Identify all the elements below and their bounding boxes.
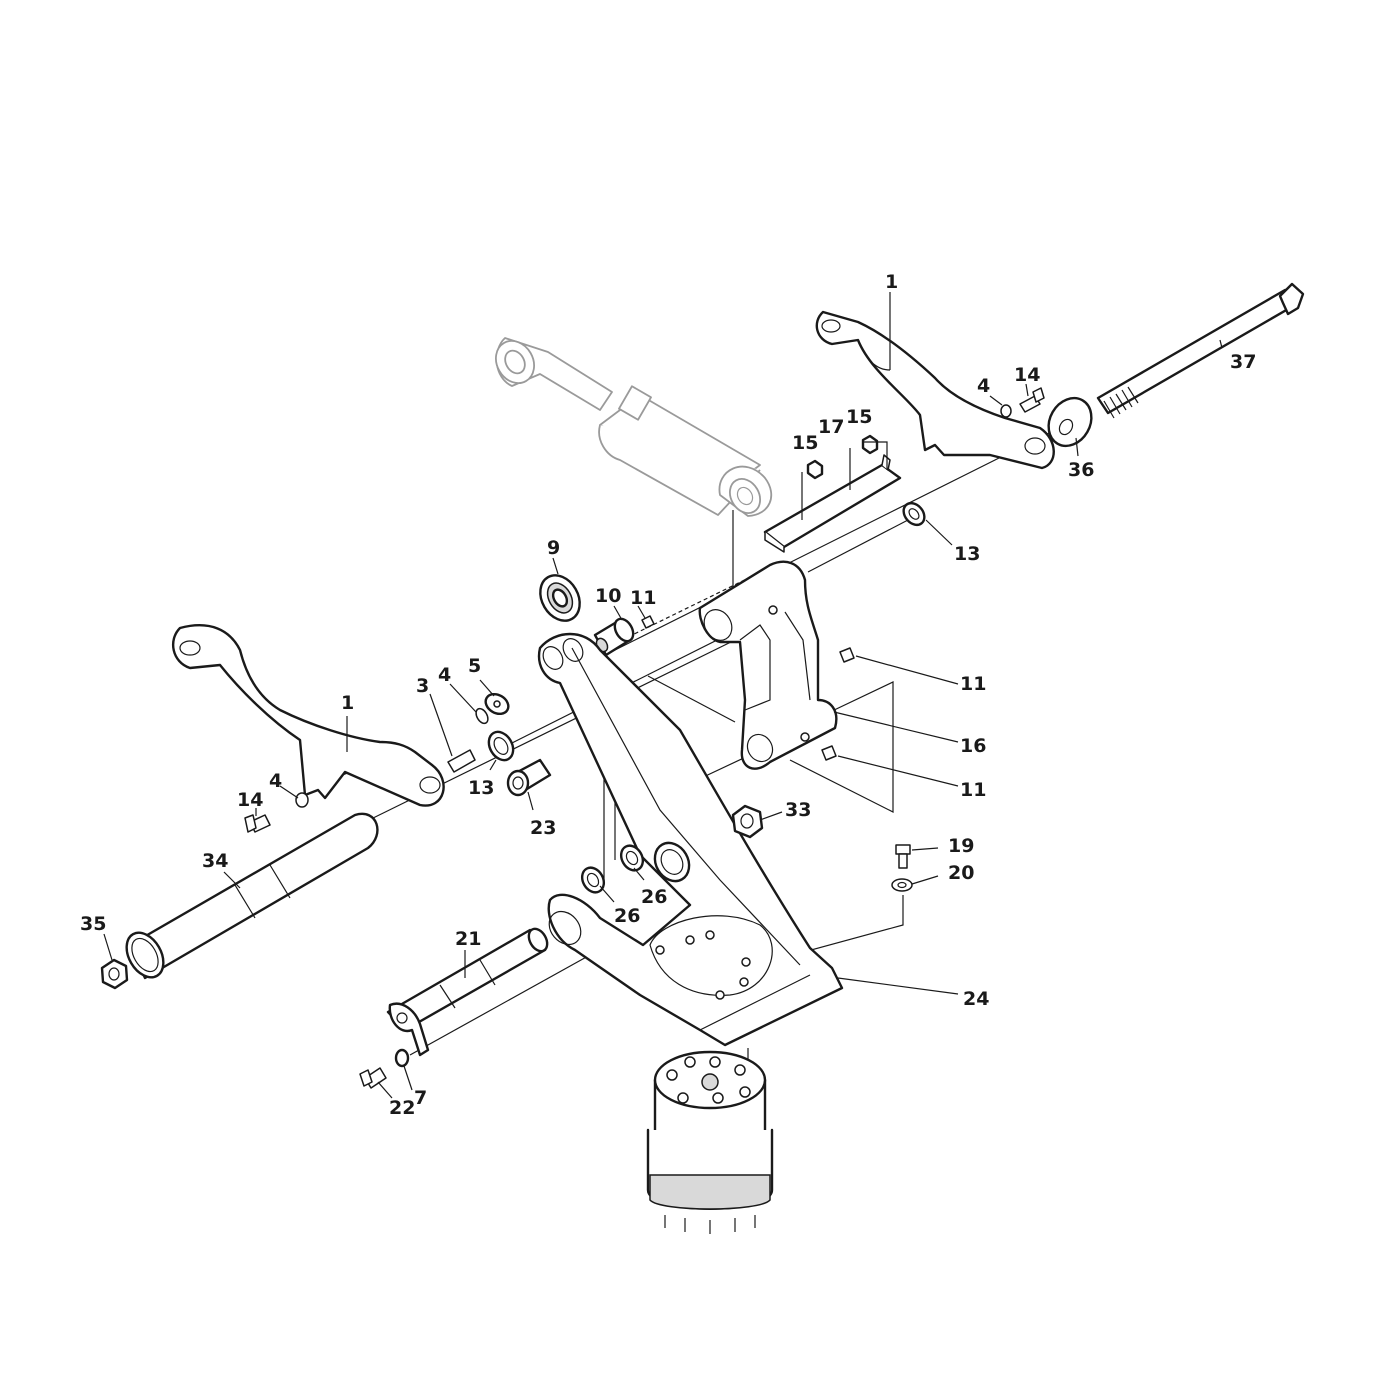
callout-23: 23 [530, 817, 556, 839]
callout-37: 37 [1230, 351, 1256, 373]
part-11-grease-nipples [641, 615, 855, 761]
callout-11-c: 11 [960, 779, 986, 801]
callout-21: 21 [455, 928, 481, 950]
part-3-4-5-13-middle-fasteners [447, 692, 515, 773]
part-4-14-left-fasteners [244, 792, 309, 833]
part-16-bracket [698, 560, 838, 770]
part-17-plate-15-nuts [763, 434, 902, 553]
callout-4-left: 4 [269, 770, 282, 792]
part-13-washer-top [902, 501, 926, 527]
callout-1-left: 1 [341, 692, 354, 714]
part-1-lever-arm-left [171, 624, 445, 807]
callout-1-top: 1 [885, 271, 898, 293]
part-23-pin [506, 758, 552, 797]
part-10-bushing [593, 617, 635, 657]
callout-5: 5 [468, 655, 481, 677]
callout-9: 9 [547, 537, 560, 559]
callout-15-a: 15 [792, 432, 818, 454]
callout-19: 19 [948, 835, 974, 857]
callout-labels: 1 37 4 14 36 15 17 15 13 9 10 11 11 16 1… [80, 271, 1256, 1119]
callout-leaders [103, 292, 1223, 1099]
callout-16: 16 [960, 735, 986, 757]
part-36-spacer [1047, 396, 1093, 448]
callout-15-b: 15 [846, 406, 872, 428]
part-37-long-bolt [1096, 282, 1305, 419]
callout-22: 22 [389, 1097, 415, 1119]
part-33-nut [731, 804, 764, 839]
callout-35: 35 [80, 913, 106, 935]
part-19-20-bolt-washer [891, 844, 913, 892]
callout-20: 20 [948, 862, 974, 884]
part-1-lever-arm-right [815, 310, 1055, 470]
callout-11-a: 11 [630, 587, 656, 609]
callout-14-top: 14 [1014, 364, 1040, 386]
callout-4-top: 4 [977, 375, 990, 397]
part-34-shaft [125, 812, 379, 980]
callout-33: 33 [785, 799, 811, 821]
part-35-nut [100, 958, 129, 990]
part-24-main-frame [537, 632, 844, 1047]
part-26-washers [580, 841, 691, 894]
callout-17: 17 [818, 416, 844, 438]
callout-13-mid: 13 [468, 777, 494, 799]
callout-3: 3 [416, 675, 429, 697]
part-21-pin [386, 927, 549, 1057]
ghost-hydraulic-cylinder [495, 337, 773, 517]
callout-13-top: 13 [954, 543, 980, 565]
callout-11-b: 11 [960, 673, 986, 695]
part-4-14-top-fasteners [1000, 387, 1045, 418]
callout-24: 24 [963, 988, 989, 1010]
callout-4-mid: 4 [438, 664, 451, 686]
callout-7: 7 [414, 1087, 427, 1109]
callout-34: 34 [202, 850, 228, 872]
callout-10: 10 [595, 585, 621, 607]
part-9-bearing [539, 574, 581, 622]
callout-26-b: 26 [614, 905, 640, 927]
part-22-7-fasteners [359, 1048, 410, 1089]
hydraulic-motor [646, 1050, 774, 1234]
callout-14-left: 14 [237, 789, 263, 811]
callout-36: 36 [1068, 459, 1094, 481]
callout-26-a: 26 [641, 886, 667, 908]
